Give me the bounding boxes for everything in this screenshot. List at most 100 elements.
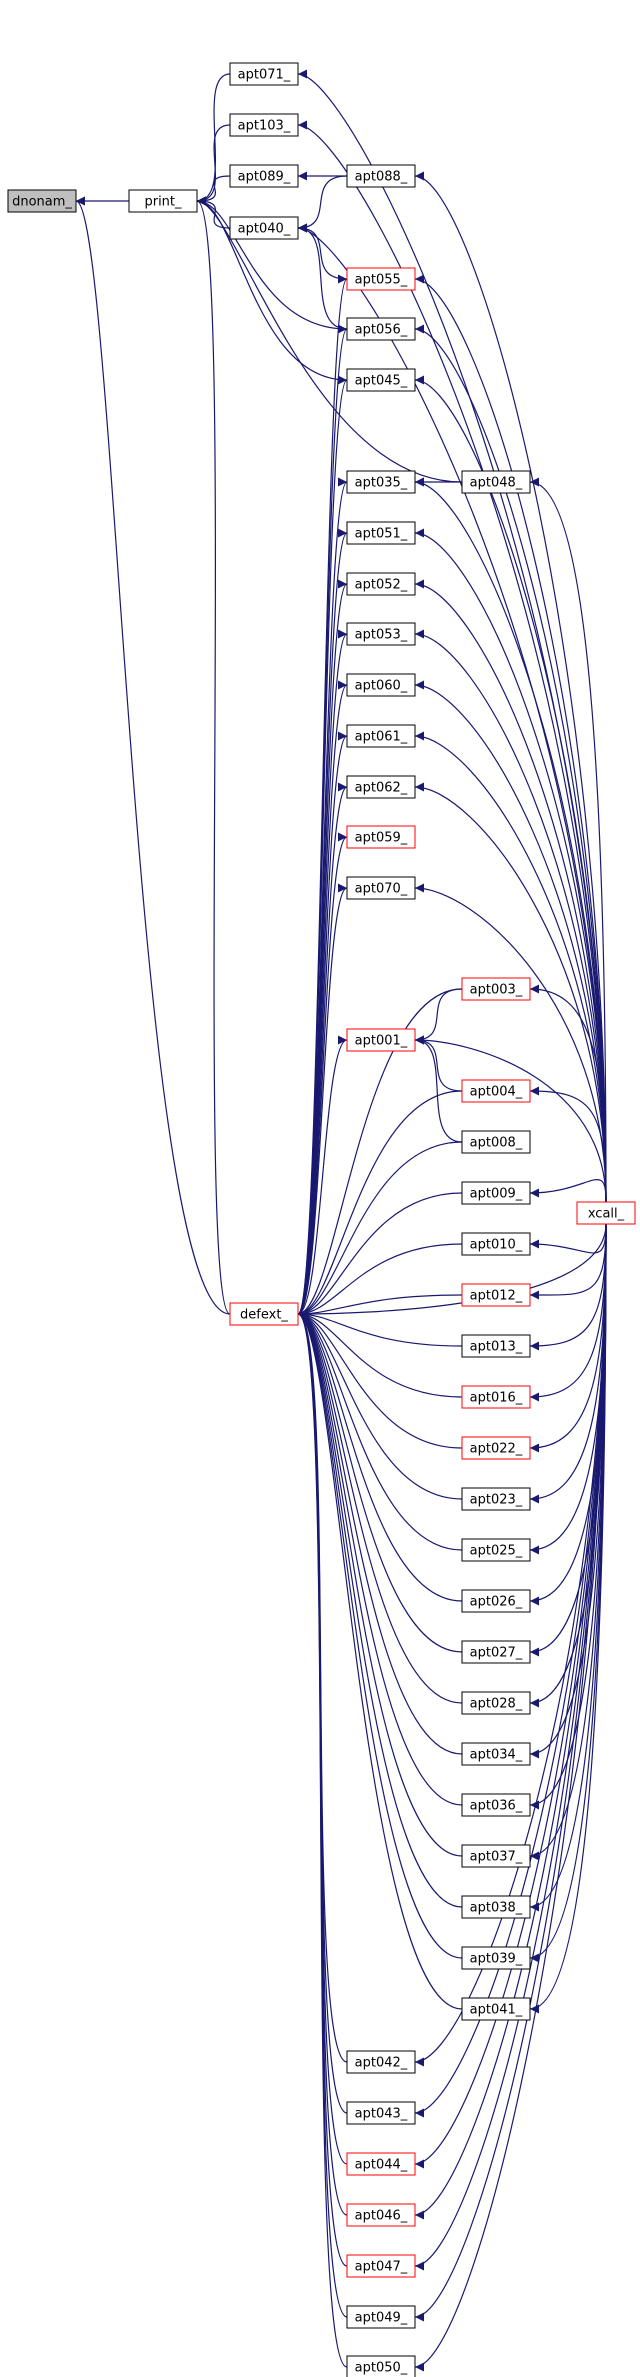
node-apt042[interactable]: apt042_	[346, 2050, 416, 2074]
edge-apt050-to-defext	[297, 1309, 348, 2368]
edge-xcall-to-apt043	[414, 1223, 607, 2118]
node-apt070[interactable]: apt070_	[346, 876, 416, 900]
node-apt062-label: apt062_	[355, 781, 408, 796]
node-apt041[interactable]: apt041_	[461, 1997, 531, 2021]
node-xcall[interactable]: xcall_	[576, 1201, 636, 1225]
node-apt004[interactable]: apt004_	[461, 1079, 531, 1103]
node-apt028-box	[461, 1691, 531, 1715]
node-apt056[interactable]: apt056_	[346, 317, 416, 341]
node-apt027[interactable]: apt027_	[461, 1640, 531, 1664]
node-apt088-label: apt088_	[355, 170, 408, 185]
node-apt035-box	[346, 470, 416, 494]
node-apt003-label: apt003_	[470, 983, 523, 998]
edge-xcall-to-apt062	[414, 782, 607, 1203]
node-apt022-label: apt022_	[470, 1442, 523, 1457]
node-apt047-label: apt047_	[355, 2260, 408, 2275]
node-apt028[interactable]: apt028_	[461, 1691, 531, 1715]
node-apt048-box	[461, 470, 531, 494]
node-apt038[interactable]: apt038_	[461, 1895, 531, 1919]
node-defext[interactable]: defext_	[229, 1302, 299, 1326]
node-apt071[interactable]: apt071_	[229, 62, 299, 86]
node-apt001[interactable]: apt001_	[346, 1028, 416, 1052]
node-apt009-box	[461, 1181, 531, 1205]
node-apt045[interactable]: apt045_	[346, 368, 416, 392]
edge-apt008-to-defext	[297, 1141, 463, 1319]
node-apt025-label: apt025_	[470, 1544, 523, 1559]
node-apt035[interactable]: apt035_	[346, 470, 416, 494]
node-apt060[interactable]: apt060_	[346, 673, 416, 697]
node-apt004-box	[461, 1079, 531, 1103]
node-apt049[interactable]: apt049_	[346, 2305, 416, 2329]
node-apt016[interactable]: apt016_	[461, 1385, 531, 1409]
node-apt012-box	[461, 1283, 531, 1307]
node-apt041-box	[461, 1997, 531, 2021]
node-apt012-label: apt012_	[470, 1289, 523, 1304]
edge-xcall-to-apt060	[414, 680, 607, 1203]
edge-xcall-to-apt044	[414, 1223, 607, 2169]
node-apt012[interactable]: apt012_	[461, 1283, 531, 1307]
node-apt059[interactable]: apt059_	[346, 825, 416, 849]
node-apt026-box	[461, 1589, 531, 1613]
node-apt034-box	[461, 1742, 531, 1766]
edge-xcall-to-apt051	[414, 528, 607, 1203]
node-defext-box	[229, 1302, 299, 1326]
node-apt022-box	[461, 1436, 531, 1460]
edge-apt004-to-apt001	[414, 1035, 463, 1092]
edge-apt036-to-defext	[297, 1309, 463, 1806]
node-apt040[interactable]: apt040_	[229, 216, 299, 240]
node-apt025[interactable]: apt025_	[461, 1538, 531, 1562]
node-apt052[interactable]: apt052_	[346, 572, 416, 596]
node-xcall-box	[576, 1201, 636, 1225]
edge-defext-to-dnonam	[75, 196, 231, 1315]
node-apt052-box	[346, 572, 416, 596]
node-apt023[interactable]: apt023_	[461, 1487, 531, 1511]
node-apt008[interactable]: apt008_	[461, 1130, 531, 1154]
node-apt051[interactable]: apt051_	[346, 521, 416, 545]
node-apt043[interactable]: apt043_	[346, 2101, 416, 2125]
edge-apt010-to-defext	[297, 1243, 463, 1319]
node-apt053-box	[346, 622, 416, 646]
node-apt026[interactable]: apt026_	[461, 1589, 531, 1613]
node-apt051-label: apt051_	[355, 527, 408, 542]
edge-xcall-to-apt041	[529, 1223, 607, 2014]
node-apt062[interactable]: apt062_	[346, 775, 416, 799]
node-apt022[interactable]: apt022_	[461, 1436, 531, 1460]
node-apt048[interactable]: apt048_	[461, 470, 531, 494]
node-apt010[interactable]: apt010_	[461, 1232, 531, 1256]
node-apt039-label: apt039_	[470, 1952, 523, 1967]
node-apt055[interactable]: apt055_	[346, 267, 416, 291]
node-apt047[interactable]: apt047_	[346, 2254, 416, 2278]
node-apt088[interactable]: apt088_	[346, 164, 416, 188]
edge-apt056-to-print	[196, 196, 348, 330]
node-apt103[interactable]: apt103_	[229, 113, 299, 137]
edge-apt071-to-print	[196, 73, 231, 206]
node-apt003-box	[461, 977, 531, 1001]
node-apt044[interactable]: apt044_	[346, 2152, 416, 2176]
node-print[interactable]: print_	[128, 189, 198, 213]
node-apt071-box	[229, 62, 299, 86]
node-apt046[interactable]: apt046_	[346, 2203, 416, 2227]
node-apt089[interactable]: apt089_	[229, 164, 299, 188]
node-apt050[interactable]: apt050_	[346, 2355, 416, 2377]
node-apt053[interactable]: apt053_	[346, 622, 416, 646]
edge-apt048-to-print	[196, 196, 463, 483]
node-apt039[interactable]: apt039_	[461, 1946, 531, 1970]
node-apt034[interactable]: apt034_	[461, 1742, 531, 1766]
node-apt061[interactable]: apt061_	[346, 724, 416, 748]
edge-apt023-to-defext	[297, 1309, 463, 1500]
edge-xcall-to-defext	[297, 1223, 607, 1319]
edge-apt026-to-defext	[297, 1309, 463, 1602]
node-apt050-box	[346, 2355, 416, 2377]
node-dnonam-label: dnonam_	[12, 195, 72, 210]
node-apt036[interactable]: apt036_	[461, 1793, 531, 1817]
node-dnonam[interactable]: dnonam_	[7, 189, 77, 213]
node-apt013[interactable]: apt013_	[461, 1334, 531, 1358]
node-print-box	[128, 189, 198, 213]
node-apt037[interactable]: apt037_	[461, 1844, 531, 1868]
node-apt009[interactable]: apt009_	[461, 1181, 531, 1205]
edge-apt028-to-defext	[297, 1309, 463, 1704]
edge-apt088-to-apt040	[297, 175, 348, 233]
edge-apt004-to-defext	[297, 1090, 463, 1319]
edge-apt025-to-defext	[297, 1309, 463, 1551]
node-apt003[interactable]: apt003_	[461, 977, 531, 1001]
